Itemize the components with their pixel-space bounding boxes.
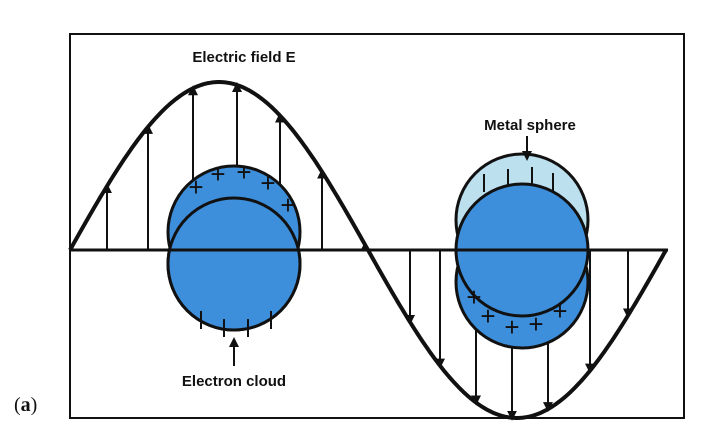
plus-charge-left-2: + <box>210 159 225 189</box>
metal-sphere-left <box>166 196 302 332</box>
plus-charge-left-4: + <box>260 168 275 198</box>
left-particle <box>166 164 302 332</box>
plus-charge-left-5: + <box>280 190 295 220</box>
plus-charge-right-4: + <box>528 309 543 339</box>
plus-charge-right-5: + <box>552 296 567 326</box>
plus-charge-right-1: + <box>466 282 481 312</box>
charge-markers: ++++++++++ <box>188 157 567 342</box>
plus-charge-left-1: + <box>188 172 203 202</box>
plus-charge-right-2: + <box>480 301 495 331</box>
electric-field-label: Electric field E <box>192 49 295 66</box>
metal-sphere-label: Metal sphere <box>484 117 576 134</box>
electron-cloud-label: Electron cloud <box>182 373 286 390</box>
panel-label: (a) <box>14 394 37 416</box>
electric-field-wave <box>68 80 668 420</box>
plus-charge-left-3: + <box>236 157 251 187</box>
diagram-frame <box>69 33 685 419</box>
plus-charge-right-3: + <box>504 312 519 342</box>
